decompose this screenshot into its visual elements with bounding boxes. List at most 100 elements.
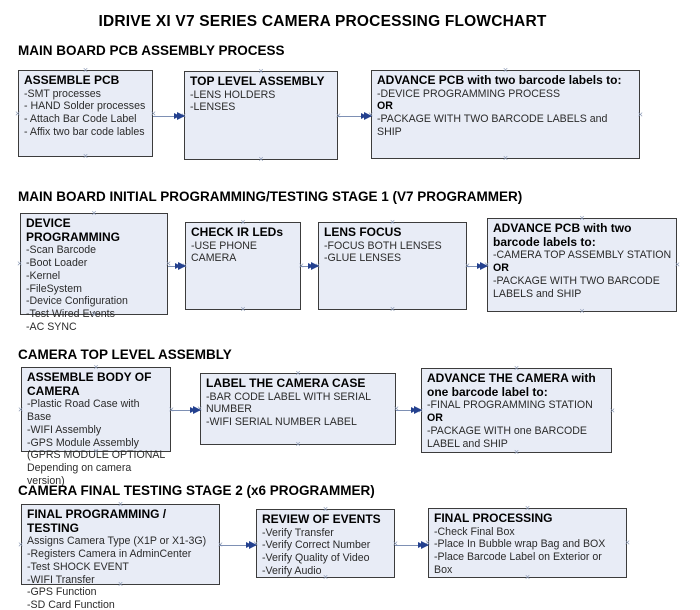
box-list-item: -Scan Barcode (26, 244, 97, 257)
box-items: -Check Final Box-Place In Bubble wrap Ba… (434, 526, 622, 577)
box-list-item: -PACKAGE WITH TWO BARCODE LABELS and SHI… (377, 113, 608, 138)
box-list-item: -FOCUS BOTH LENSES (324, 239, 442, 252)
flow-arrow (396, 405, 422, 414)
box-list-item: -CAMERA TOP ASSEMBLY STATION (493, 249, 672, 262)
section-heading-camera-top-level-assembly: CAMERA TOP LEVEL ASSEMBLY (18, 347, 232, 362)
box-items: -SMT processes- HAND Solder processes- A… (24, 88, 148, 139)
box-items: -FOCUS BOTH LENSES-GLUE LENSES (324, 240, 462, 266)
box-list-item: (GPRS MODULE OPTIONAL Depending on camer… (27, 449, 165, 487)
box-items: -Plastic Road Case with Base-WIFI Assemb… (27, 398, 166, 488)
flow-box-final-processing: FINAL PROCESSING -Check Final Box-Place … (425, 504, 630, 582)
box-list-item: -LENS HOLDERS (190, 88, 276, 101)
flow-box-assemble-body-of-camera: ASSEMBLE BODY OF CAMERA -Plastic Road Ca… (18, 363, 174, 487)
box-list-item: -Check Final Box (434, 525, 515, 538)
connection-point-icon: × (609, 405, 615, 415)
flow-box-advance-the-camera: ADVANCE THE CAMERA with one barcode labe… (418, 364, 615, 457)
box-items: -USE PHONE CAMERA (191, 240, 296, 266)
box-list-item: OR (427, 411, 443, 424)
box-title: ASSEMBLE BODY OF CAMERA (27, 370, 152, 398)
flow-arrow (168, 261, 186, 270)
box-list-item: -SMT processes (24, 87, 101, 100)
box-list-item: -SD Card Function (27, 599, 115, 610)
box-list-item: -GPS Function (27, 586, 97, 599)
box-list-item: -Verify Correct Number (262, 539, 371, 552)
connection-point-icon: × (18, 539, 24, 549)
box-list-item: -Verify Audio (262, 564, 322, 577)
box-list-item: -WIFI Transfer (27, 573, 95, 586)
box-list-item: -FINAL PROGRAMMING STATION (427, 399, 593, 412)
flow-box-final-programming-testing: FINAL PROGRAMMING / TESTING Assigns Came… (18, 500, 223, 610)
flow-arrow (395, 540, 429, 549)
flow-box-review-of-events: REVIEW OF EVENTS -Verify Transfer-Verify… (253, 505, 398, 582)
connection-point-icon: × (392, 538, 398, 548)
box-list-item: -Registers Camera in AdminCenter (27, 547, 192, 560)
box-list-item: -WIFI SERIAL NUMBER LABEL (206, 416, 357, 429)
box-list-item: -USE PHONE CAMERA (191, 239, 257, 265)
box-list-item: -Place In Bubble wrap Bag and BOX (434, 538, 606, 551)
box-list-item: -BAR CODE LABEL WITH SERIAL NUMBER (206, 390, 371, 416)
box-list-item: OR (493, 261, 509, 274)
flow-box-advance-pcb-stage0: ADVANCE PCB with two barcode labels to: … (368, 66, 643, 163)
box-list-item: -Boot Loader (26, 256, 88, 269)
box-title: ADVANCE PCB with two barcode labels to: (493, 221, 632, 249)
flow-box-device-programming: DEVICE PROGRAMMING -Scan Barcode-Boot Lo… (17, 209, 171, 333)
box-title: FINAL PROCESSING (434, 511, 553, 525)
connection-point-icon: × (18, 404, 24, 414)
box-list-item: -AC SYNC (26, 320, 77, 333)
flow-arrow (301, 261, 319, 270)
connection-point-icon: × (637, 109, 643, 119)
box-list-item: OR (377, 100, 393, 113)
box-list-item: -Plastic Road Case with Base (27, 398, 140, 423)
connection-point-icon: × (240, 304, 246, 314)
flow-arrow (220, 540, 257, 549)
box-list-item: -FileSystem (26, 282, 82, 295)
connection-point-icon: × (165, 258, 171, 269)
box-items: -Verify Transfer-Verify Correct Number-V… (262, 527, 390, 578)
box-list-item: -Verify Transfer (262, 526, 334, 539)
box-list-item: - Affix two bar code lables (24, 125, 145, 138)
box-title: ASSEMBLE PCB (24, 73, 120, 87)
flow-box-advance-pcb-stage1: ADVANCE PCB with two barcode labels to: … (484, 214, 680, 316)
connection-point-icon: × (393, 403, 399, 414)
connection-point-icon: × (674, 259, 680, 270)
box-list-item: -Verify Quality of Video (262, 552, 370, 565)
flow-box-check-ir-leds: CHECK IR LEDs -USE PHONE CAMERA ×××× (182, 218, 304, 314)
box-title: CHECK IR LEDs (191, 225, 284, 239)
box-title: DEVICE PROGRAMMING (26, 216, 120, 244)
box-title: REVIEW OF EVENTS (262, 512, 381, 526)
flow-box-top-level-assembly: TOP LEVEL ASSEMBLY -LENS HOLDERS-LENSES … (181, 67, 341, 164)
box-title: LABEL THE CAMERA CASE (206, 376, 366, 390)
connection-point-icon: × (502, 153, 509, 163)
box-title: FINAL PROGRAMMING / TESTING (27, 507, 167, 535)
box-items: -BAR CODE LABEL WITH SERIAL NUMBER-WIFI … (206, 391, 391, 429)
box-list-item: -Test SHOCK EVENT (27, 560, 129, 573)
connection-point-icon: × (295, 439, 301, 449)
box-title: ADVANCE THE CAMERA with one barcode labe… (427, 371, 596, 399)
box-list-item: - Attach Bar Code Label (24, 113, 137, 126)
flow-box-lens-focus: LENS FOCUS -FOCUS BOTH LENSES-GLUE LENSE… (315, 218, 470, 314)
box-items: -Scan Barcode-Boot Loader-Kernel-FileSys… (26, 244, 163, 334)
flow-arrow (153, 111, 185, 120)
flow-arrow (467, 261, 488, 270)
box-list-item: Assigns Camera Type (X1P or X1-3G) (27, 535, 207, 548)
box-items: Assigns Camera Type (X1P or X1-3G)-Regis… (27, 535, 215, 610)
box-list-item: - HAND Solder processes (24, 100, 146, 113)
connection-point-icon: × (389, 304, 396, 314)
box-title: LENS FOCUS (324, 225, 402, 239)
connection-point-icon: × (258, 154, 264, 164)
box-list-item: -DEVICE PROGRAMMING PROCESS (377, 87, 561, 100)
flow-arrow (338, 111, 372, 120)
box-list-item: -Place Barcode Label on Exterior or Box (434, 551, 602, 576)
flow-box-label-the-camera-case: LABEL THE CAMERA CASE -BAR CODE LABEL WI… (197, 369, 399, 449)
section-heading-main-board-pcb-assembly: MAIN BOARD PCB ASSEMBLY PROCESS (18, 43, 285, 58)
connection-point-icon: × (624, 537, 630, 548)
box-list-item: -PACKAGE WITH TWO BARCODE LABELS and SHI… (493, 274, 660, 300)
box-list-item: -Test Wired Events (26, 308, 115, 321)
connection-point-icon: × (579, 306, 585, 316)
box-list-item: -PACKAGE WITH one BARCODE LABEL and SHIP (427, 424, 587, 450)
box-list-item: -GPS Module Assembly (27, 436, 139, 449)
box-list-item: -GLUE LENSES (324, 252, 402, 265)
